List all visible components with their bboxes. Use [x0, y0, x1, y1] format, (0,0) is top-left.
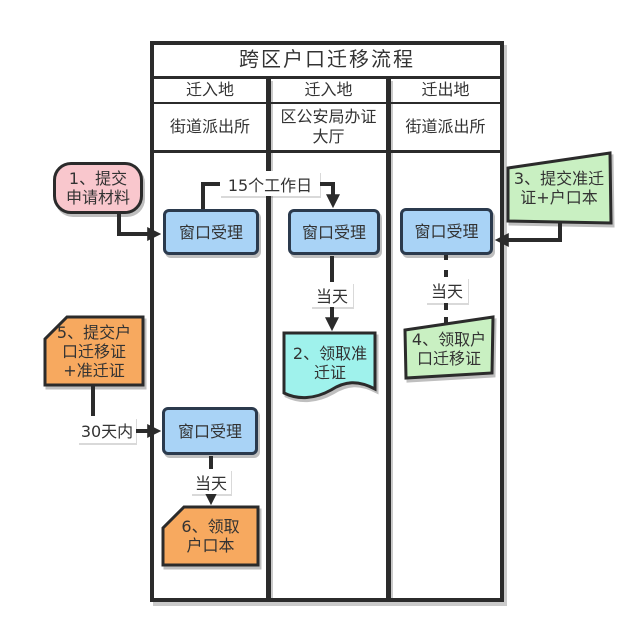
department-row-divider	[153, 150, 501, 153]
step4-node-label: 4、领取户 口迁移证	[411, 330, 487, 368]
lane-3-department: 街道派出所	[405, 116, 486, 136]
edge-label-15-working-days: 15个工作日	[220, 171, 320, 196]
diagram-title: 跨区户口迁移流程	[239, 47, 415, 71]
lane-divider-1	[266, 78, 271, 599]
lane-divider-2	[386, 78, 391, 599]
lane-1-department: 街道派出所	[169, 116, 250, 136]
step1-node: 1、提交 申请材料	[53, 162, 143, 214]
edge-label-same-day-lane1: 当天	[191, 469, 231, 494]
lane-row-divider	[153, 102, 501, 104]
edge-step1-to-window1	[117, 214, 162, 241]
step3-trapezoid-shape	[506, 151, 613, 225]
lane-2-department: 区公安局办证 大厅	[280, 106, 377, 146]
window-node-3: 窗口受理	[400, 208, 493, 255]
swimlane-table-border	[150, 41, 504, 602]
step5-node-label: 5、提交户 口迁移证 +准迁证	[56, 322, 132, 380]
edge-step3-to-window3	[494, 222, 562, 247]
window-node-2: 窗口受理	[288, 209, 380, 255]
edge-label-same-day-lane3: 当天	[426, 277, 468, 303]
title-row-divider	[153, 76, 501, 79]
step6-card-shape	[161, 505, 260, 567]
window-node-4: 窗口受理	[162, 407, 258, 455]
step6-node-label: 6、领取 户口本	[181, 517, 240, 555]
lane-3-location: 迁出地	[421, 80, 470, 99]
step2-document-shape	[282, 331, 377, 399]
lane-1-location: 迁入地	[185, 80, 234, 99]
step2-node-label: 2、领取准 迁证	[292, 344, 368, 382]
window-node-1: 窗口受理	[163, 209, 259, 255]
edge-label-same-day-lane2: 当天	[311, 282, 353, 307]
edge-label-within-30-days: 30天内	[78, 417, 136, 443]
step5-card-shape	[43, 315, 145, 387]
lane-2-location: 迁入地	[304, 80, 353, 99]
step3-node-label: 3、提交准迁 证+户口本	[513, 169, 605, 207]
step4-trapezoid-shape	[403, 315, 495, 380]
